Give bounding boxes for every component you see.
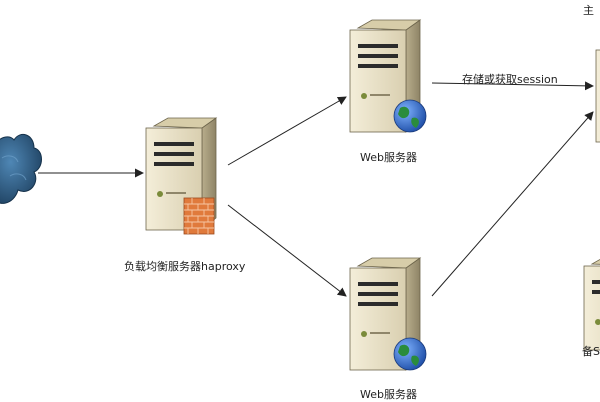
web-server-bottom-label: Web服务器 — [360, 388, 417, 401]
session-main-server-icon — [595, 49, 600, 143]
firewall-icon — [183, 197, 215, 235]
edges — [38, 81, 594, 297]
globe-icon — [393, 99, 427, 133]
globe-icon — [393, 337, 427, 371]
edge-web-bottom-to-session-main — [431, 111, 594, 297]
session-backup-label: 备S — [582, 345, 600, 358]
edge-web-top-to-session-main — [431, 81, 594, 91]
session-backup-server-icon — [583, 258, 600, 351]
web-server-top-label: Web服务器 — [360, 151, 417, 164]
cloud-icon — [0, 133, 42, 204]
load-balancer-label: 负载均衡服务器haproxy — [124, 260, 246, 273]
edge-session-label: 存储或获取session — [462, 73, 558, 86]
load-balancer-server-icon — [145, 117, 218, 235]
session-main-label: 主 — [583, 4, 594, 17]
edge-load-balancer-to-web-bottom — [227, 204, 347, 297]
edge-load-balancer-to-web-top — [227, 96, 347, 166]
web-server-top-icon — [349, 19, 427, 133]
web-server-bottom-icon — [349, 257, 427, 371]
